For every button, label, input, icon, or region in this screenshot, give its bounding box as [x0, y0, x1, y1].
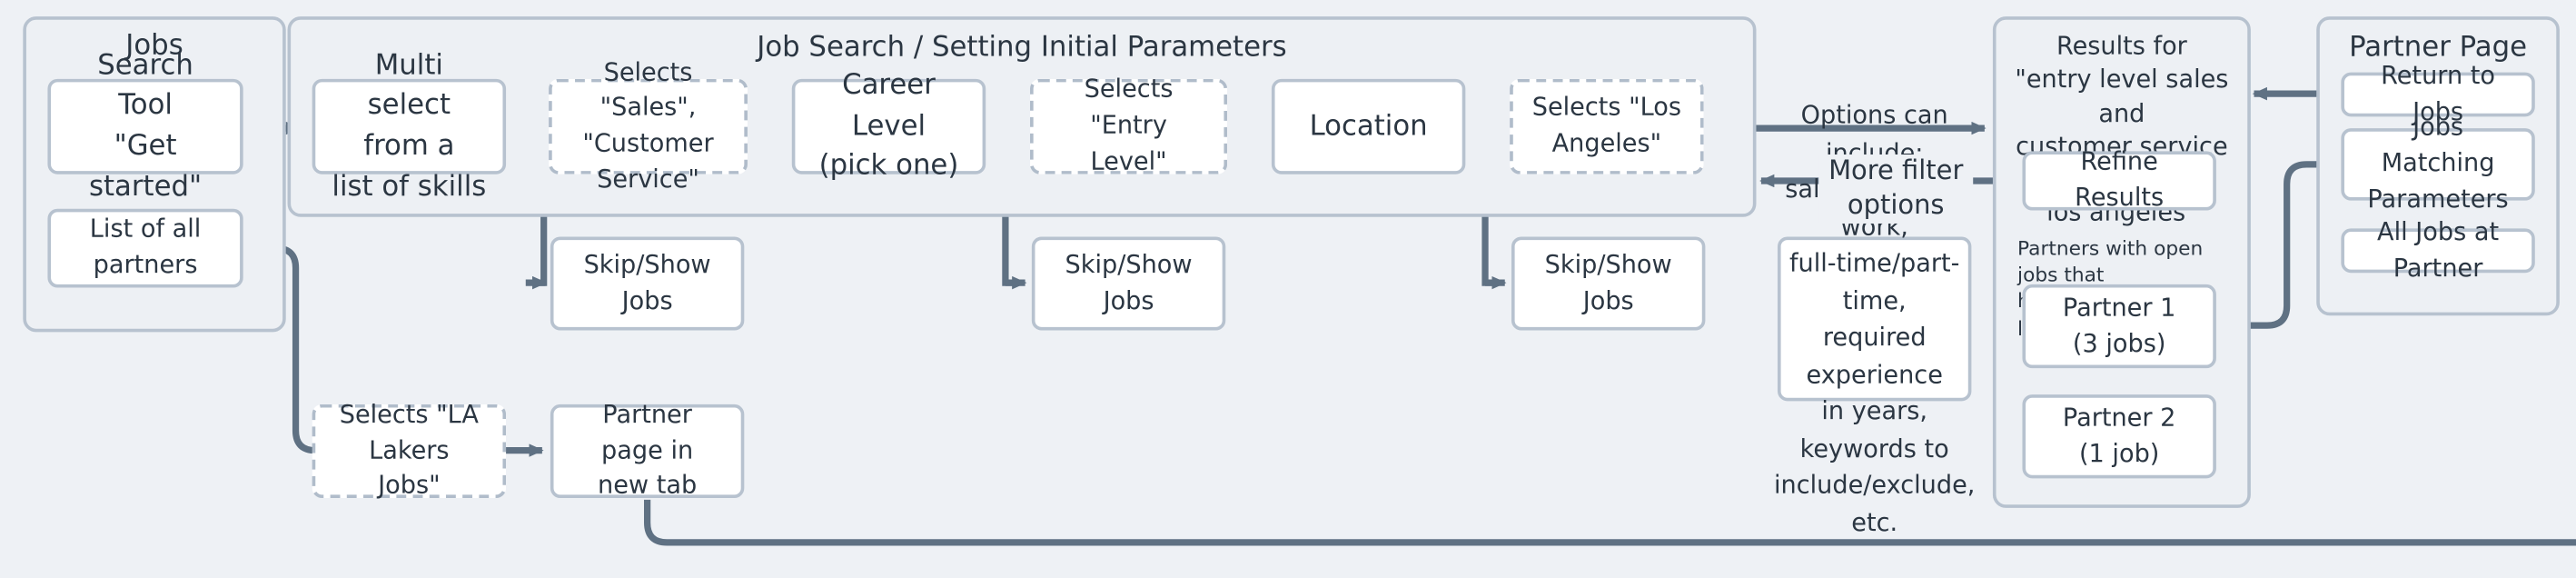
- node-list-of-all-partners[interactable]: List of all partners: [47, 208, 243, 288]
- note-options-can-include: Options can include: salary, remote work…: [1774, 100, 1976, 537]
- node-selects-sales[interactable]: Selects "Sales", "Customer Service": [549, 56, 748, 194]
- wire-newtab-to-partnerpage: [644, 499, 2576, 546]
- node-all-jobs-at-partner[interactable]: All Jobs at Partner: [2341, 216, 2535, 282]
- panel-jobs-title: Jobs: [125, 29, 183, 63]
- node-partner-2[interactable]: Partner 2 (1 job): [2022, 394, 2216, 479]
- node-skip-show-jobs-3[interactable]: Skip/Show Jobs: [1511, 236, 1706, 331]
- panel-job-search-title: Job Search / Setting Initial Parameters: [757, 31, 1287, 65]
- node-location[interactable]: Location: [1271, 78, 1466, 174]
- node-refine-results[interactable]: Refine Results: [2022, 146, 2216, 212]
- panel-partner-page-title: Partner Page: [2349, 31, 2528, 65]
- node-jobs-matching-parameters[interactable]: Jobs Matching Parameters: [2341, 113, 2535, 214]
- node-partner-1[interactable]: Partner 1 (3 jobs): [2022, 284, 2216, 369]
- node-partner-page-new-tab[interactable]: Partner page in new tab: [550, 399, 745, 501]
- node-skip-show-jobs-2[interactable]: Skip/Show Jobs: [1031, 236, 1226, 331]
- node-search-tool[interactable]: Search Tool "Get started": [47, 49, 243, 204]
- node-selects-entry-level[interactable]: Selects "Entry Level": [1030, 75, 1228, 175]
- node-skip-show-jobs-1[interactable]: Skip/Show Jobs: [550, 236, 745, 331]
- node-selects-los-angeles[interactable]: Selects "Los Angeles": [1510, 78, 1704, 174]
- node-multi-select-skills[interactable]: Multi select from a list of skills: [312, 49, 507, 204]
- node-return-to-jobs[interactable]: Return to Jobs: [2341, 60, 2535, 125]
- node-selects-la-lakers-jobs[interactable]: Selects "LA Lakers Jobs": [312, 399, 507, 501]
- node-career-level[interactable]: Career Level (pick one): [791, 69, 986, 183]
- wire-label-more-filter-options: More filter options: [1818, 154, 1974, 224]
